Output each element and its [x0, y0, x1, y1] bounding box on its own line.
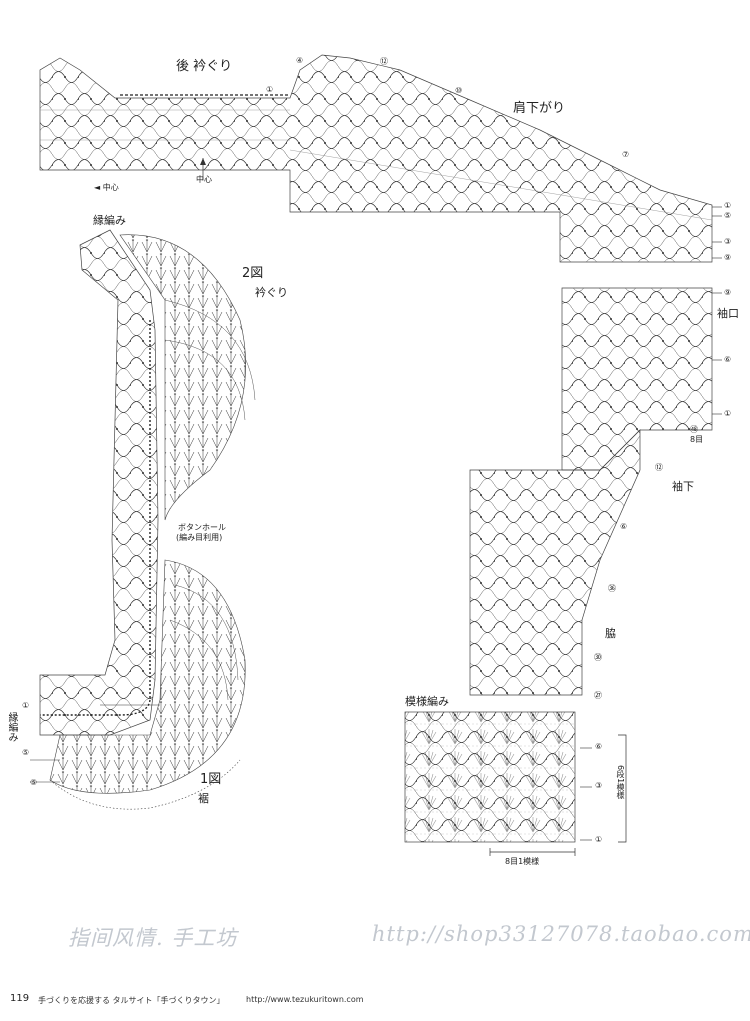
watermark-left: 指间风情. 手工坊 — [68, 926, 238, 950]
center-back-arrow-label: ◄ 中心 — [94, 183, 119, 192]
row-marker-sleeve-3: ③ — [724, 237, 732, 246]
row-marker-neck-1: ① — [266, 85, 274, 94]
pattern-stitch-label: 模様編み — [405, 695, 449, 708]
buttonhole-note-label: (編み目利用) — [176, 533, 223, 542]
row-marker-pattern-6: ⑥ — [595, 742, 603, 751]
fig1-label: 1図 — [200, 772, 222, 787]
stitch-8-label: 8目 — [690, 435, 704, 444]
under-sleeve-chart — [469, 429, 641, 696]
row-marker-neck-4: ④ — [296, 56, 304, 65]
row-marker-edge-5: ⑤ — [22, 748, 30, 757]
row-marker-cuff-9: ⑨ — [724, 288, 732, 297]
neckline-label: 衿ぐり — [255, 286, 288, 299]
shoulder-slope-label: 肩下がり — [513, 101, 566, 116]
under-sleeve-label: 袖下 — [672, 480, 694, 493]
hem-label: 裾 — [198, 792, 209, 805]
fig2-label: 2図 — [242, 266, 264, 281]
row-marker-sleeve-5: ⑤ — [724, 211, 732, 220]
watermark-right: http://shop33127078.taobao.com — [372, 922, 750, 946]
row-marker-pattern-3: ③ — [595, 781, 603, 790]
row-marker-neck-7: ⑦ — [622, 150, 630, 159]
row-marker-undersleeve-27: ㉗ — [594, 691, 602, 700]
cuff-label: 袖口 — [717, 307, 739, 320]
pattern-stitch-swatch — [404, 711, 627, 856]
repeat-8-label: 8目1模様 — [505, 857, 540, 866]
edging-label-top: 縁編み — [93, 214, 126, 227]
row-marker-edge-5b: ⑤ — [30, 778, 38, 787]
back-neck-shoulder-chart — [39, 54, 713, 263]
row-marker-undersleeve-12: ⑫ — [655, 463, 663, 472]
row-marker-ticks — [580, 206, 722, 841]
row-marker-sleeve-9: ⑨ — [724, 253, 732, 262]
row-marker-neck-10: ⑩ — [455, 86, 463, 95]
side-label: 脇 — [605, 627, 616, 640]
row-marker-cuff-48: ㊽ — [690, 425, 698, 434]
page-number: 119 — [10, 993, 30, 1004]
row-marker-neck-12: ⑫ — [380, 57, 388, 66]
footer-url: http://www.tezukuritown.com — [246, 995, 364, 1004]
center-mark-label: 中心 — [196, 175, 212, 184]
row-marker-sleeve-1: ① — [724, 201, 732, 210]
footer-text: 手づくりを応援する タルサイト「手づくりタウン」 — [38, 996, 225, 1005]
row-marker-pattern-1: ① — [595, 835, 603, 844]
row-marker-undersleeve-36: ㊱ — [608, 584, 616, 593]
front-edging-chart — [30, 229, 256, 810]
row-marker-undersleeve-30: ㉚ — [594, 653, 602, 662]
row-marker-cuff-6: ⑥ — [724, 355, 732, 364]
edging-label-left: 縁編み — [6, 712, 17, 742]
row-marker-cuff-1: ① — [724, 409, 732, 418]
back-neckline-label: 後 衿ぐり — [176, 59, 233, 74]
buttonhole-label: ボタンホール — [178, 523, 226, 532]
row-marker-edge-1: ① — [22, 701, 30, 710]
repeat-6-label: 6段1模様 — [616, 765, 625, 800]
row-marker-undersleeve-6: ⑥ — [620, 522, 628, 531]
